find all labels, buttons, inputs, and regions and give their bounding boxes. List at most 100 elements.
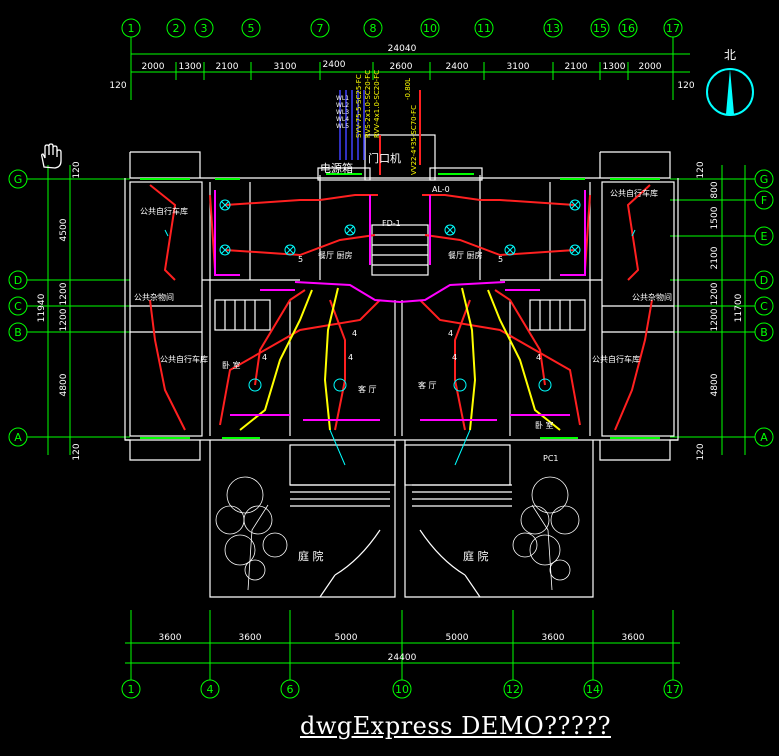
dim-top-seg-10: 1300 <box>603 62 626 72</box>
axis-bottom-17: 17 <box>666 683 680 696</box>
room-label-bedroom-left: 卧 室 <box>222 360 241 370</box>
label-door-phone: 门口机 <box>368 151 401 165</box>
dim-top-seg-2: 1300 <box>179 62 202 72</box>
axis-right-E: E <box>761 230 768 243</box>
dim-top-seg-3: 2100 <box>216 62 239 72</box>
dim-bottom-seg-2: 3600 <box>239 633 262 643</box>
circuit-no-7: 4 <box>262 353 267 362</box>
room-label-bedroom-right: 卧 室 <box>535 420 554 430</box>
axis-right-A: A <box>760 431 768 444</box>
axis-top-3: 3 <box>201 22 208 35</box>
dim-top-seg-1: 2000 <box>142 62 165 72</box>
circuit-no-1: 5 <box>298 255 303 264</box>
axis-right-F: F <box>761 194 767 207</box>
riser-label-2: RVS-2x1.0-SC20-FC <box>364 70 372 138</box>
dim-bottom-seg-6: 3600 <box>622 633 645 643</box>
label-al-left: AL-0 <box>432 185 450 194</box>
right-axis-bubbles <box>670 165 774 455</box>
compass-label: 北 <box>724 48 736 62</box>
axis-top-16: 16 <box>621 22 635 35</box>
dim-left-overall: 11940 <box>37 293 47 322</box>
dim-top-edge-right: 120 <box>677 81 694 91</box>
axis-left-A: A <box>14 431 22 444</box>
magenta-circuits <box>214 190 586 421</box>
tree-right <box>512 476 580 591</box>
fixtures <box>164 199 636 466</box>
dim-right-seg-2: 800 <box>710 181 720 198</box>
axis-left-B: B <box>14 326 22 339</box>
dim-bottom-seg-5: 3600 <box>542 633 565 643</box>
label-pc: PC1 <box>543 454 559 463</box>
dim-right-seg-4: 2100 <box>710 246 720 269</box>
riser-label-4: VV22-4*35-SC70-FC <box>410 105 418 175</box>
room-label-bike-garage-left-lower: 公共自行车库 <box>160 354 208 364</box>
room-label-living-left: 客 厅 <box>358 384 377 394</box>
axis-right-C: C <box>760 300 768 313</box>
label-courtyard-left: 庭 院 <box>298 549 324 563</box>
wl-label-1: WL1 <box>336 95 349 102</box>
dim-left-seg-4: 1200 <box>59 308 69 331</box>
pan-hand-icon[interactable] <box>38 143 62 169</box>
watermark-text: dwgExpress DEMO????? <box>300 712 611 740</box>
left-axis-bubbles <box>8 165 130 455</box>
axis-right-B: B <box>760 326 768 339</box>
building-walls <box>124 134 679 598</box>
axis-top-5: 5 <box>248 22 255 35</box>
axis-top-10: 10 <box>423 22 437 35</box>
circuit-no-4: 4 <box>448 329 453 338</box>
dim-top-seg-5: 2400 <box>323 60 346 70</box>
axis-top-11: 11 <box>477 22 491 35</box>
circuit-no-6: 4 <box>452 353 457 362</box>
circuit-no-3: 4 <box>352 329 357 338</box>
room-label-bike-garage-right-lower: 公共自行车库 <box>592 354 640 364</box>
circuit-no-5: 4 <box>348 353 353 362</box>
dim-right-seg-6: 1200 <box>710 308 720 331</box>
dim-top-seg-8: 3100 <box>507 62 530 72</box>
axis-left-D: D <box>14 274 22 287</box>
label-fd: FD-1 <box>382 219 401 228</box>
wl-label-3: WL3 <box>336 109 349 116</box>
room-label-misc-left: 公共杂物间 <box>134 292 174 302</box>
dim-bottom-seg-1: 3600 <box>159 633 182 643</box>
wl-label-4: WL4 <box>336 116 349 123</box>
circuit-no-8: 4 <box>536 353 541 362</box>
dim-bottom-seg-3: 5000 <box>335 633 358 643</box>
axis-top-7: 7 <box>317 22 324 35</box>
tree-left <box>215 476 288 591</box>
axis-right-D: D <box>760 274 768 287</box>
riser-label-5: -0.80L <box>404 78 412 100</box>
dim-top-seg-7: 2400 <box>446 62 469 72</box>
room-label-kitchen-right: 餐厅 厨房 <box>448 250 483 260</box>
dim-left-seg-5: 4800 <box>59 373 69 396</box>
dim-right-seg-7: 4800 <box>710 373 720 396</box>
dim-top-edge-left: 120 <box>109 81 126 91</box>
axis-top-15: 15 <box>593 22 607 35</box>
dim-top-overall: 24040 <box>388 44 417 54</box>
dim-left-seg-3: 1200 <box>59 282 69 305</box>
axis-bottom-6: 6 <box>287 683 294 696</box>
axis-bottom-4: 4 <box>207 683 214 696</box>
top-axis-bubbles <box>121 18 683 38</box>
dim-top-seg-6: 2600 <box>390 62 413 72</box>
dim-right-seg-3: 1500 <box>710 206 720 229</box>
red-riser <box>379 90 421 175</box>
axis-bottom-10: 10 <box>395 683 409 696</box>
dim-top-seg-9: 2100 <box>565 62 588 72</box>
dim-right-seg-1: 120 <box>696 161 706 178</box>
axis-left-C: C <box>14 300 22 313</box>
axis-bottom-1: 1 <box>128 683 135 696</box>
top-dimension-lines <box>130 37 690 100</box>
axis-top-2: 2 <box>173 22 180 35</box>
room-label-bike-garage-right: 公共自行车库 <box>610 188 658 198</box>
room-label-kitchen-left: 餐厅 厨房 <box>318 250 353 260</box>
wl-label-2: WL2 <box>336 102 349 109</box>
room-label-bike-garage-left: 公共自行车库 <box>140 206 188 216</box>
dim-bottom-seg-4: 5000 <box>446 633 469 643</box>
axis-left-G: G <box>14 173 23 186</box>
dim-left-seg-6: 120 <box>72 443 82 460</box>
window-marks <box>140 173 660 439</box>
yellow-circuits <box>239 287 561 431</box>
dim-top-seg-11: 2000 <box>639 62 662 72</box>
bottom-dimension-lines <box>125 610 680 680</box>
